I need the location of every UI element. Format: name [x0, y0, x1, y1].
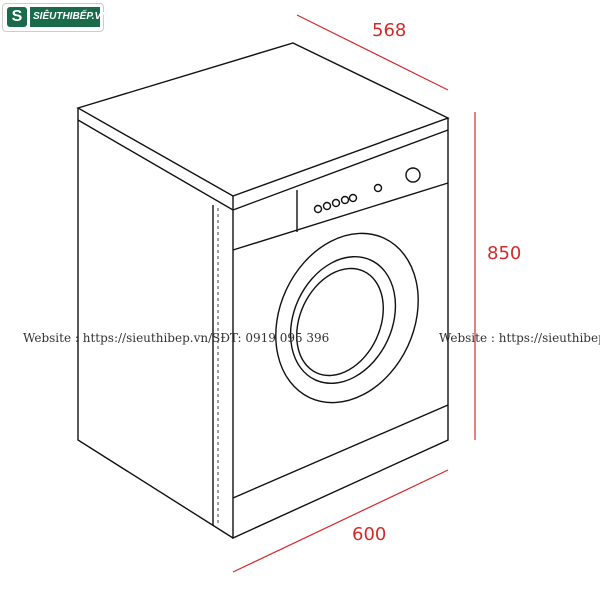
logo-mark-icon: S	[7, 7, 27, 27]
logo: S SIÊUTHIBẾP.VN	[2, 3, 108, 32]
control-panel-line	[232, 182, 449, 251]
dial-icon	[405, 167, 421, 183]
left-face	[77, 120, 234, 539]
height-label: 850	[487, 243, 522, 264]
depth-label: 568	[372, 20, 407, 41]
watermark-website-right: Website : https://sieuthibep.	[439, 331, 600, 345]
door	[275, 232, 419, 404]
dimension-lines	[232, 14, 476, 573]
top-face	[76, 42, 450, 197]
logo-text: SIÊUTHIBẾP.VN	[30, 7, 108, 27]
top-edge	[77, 119, 449, 211]
watermark-website: Website : https://sieuthibep.vn/	[23, 331, 213, 345]
kick-plate-line	[232, 404, 449, 499]
front-face	[232, 130, 449, 540]
watermark-phone: SĐT: 0919 095 396	[212, 331, 330, 345]
width-label: 600	[352, 524, 387, 545]
control-buttons	[313, 167, 421, 214]
